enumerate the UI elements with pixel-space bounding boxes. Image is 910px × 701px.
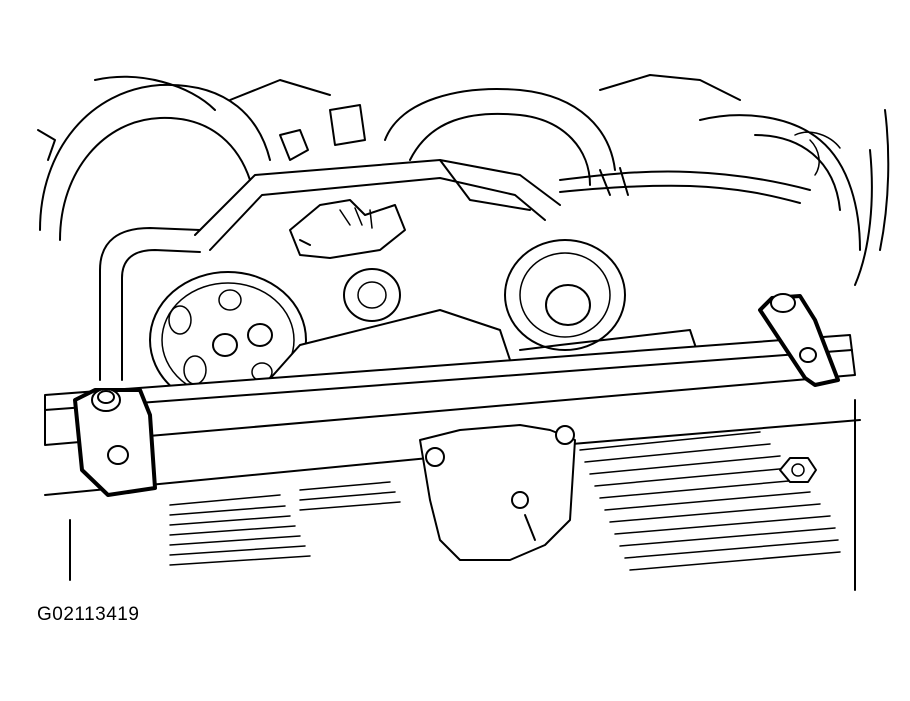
figure-id-label: G02113419 <box>37 604 140 625</box>
power-steering-pulley <box>149 271 307 409</box>
left-radiator-bracket <box>73 388 157 497</box>
alternator-pulley <box>504 239 626 351</box>
radiator-nut <box>779 457 817 483</box>
coolant-hose <box>99 227 201 381</box>
radiator-fins <box>169 431 841 571</box>
engine-background <box>37 74 890 286</box>
idler-pulley <box>343 268 401 322</box>
drive-belt <box>194 159 811 251</box>
belt-tensioner <box>289 199 406 259</box>
center-mount-bracket <box>419 424 576 561</box>
right-radiator-bracket <box>758 293 840 387</box>
